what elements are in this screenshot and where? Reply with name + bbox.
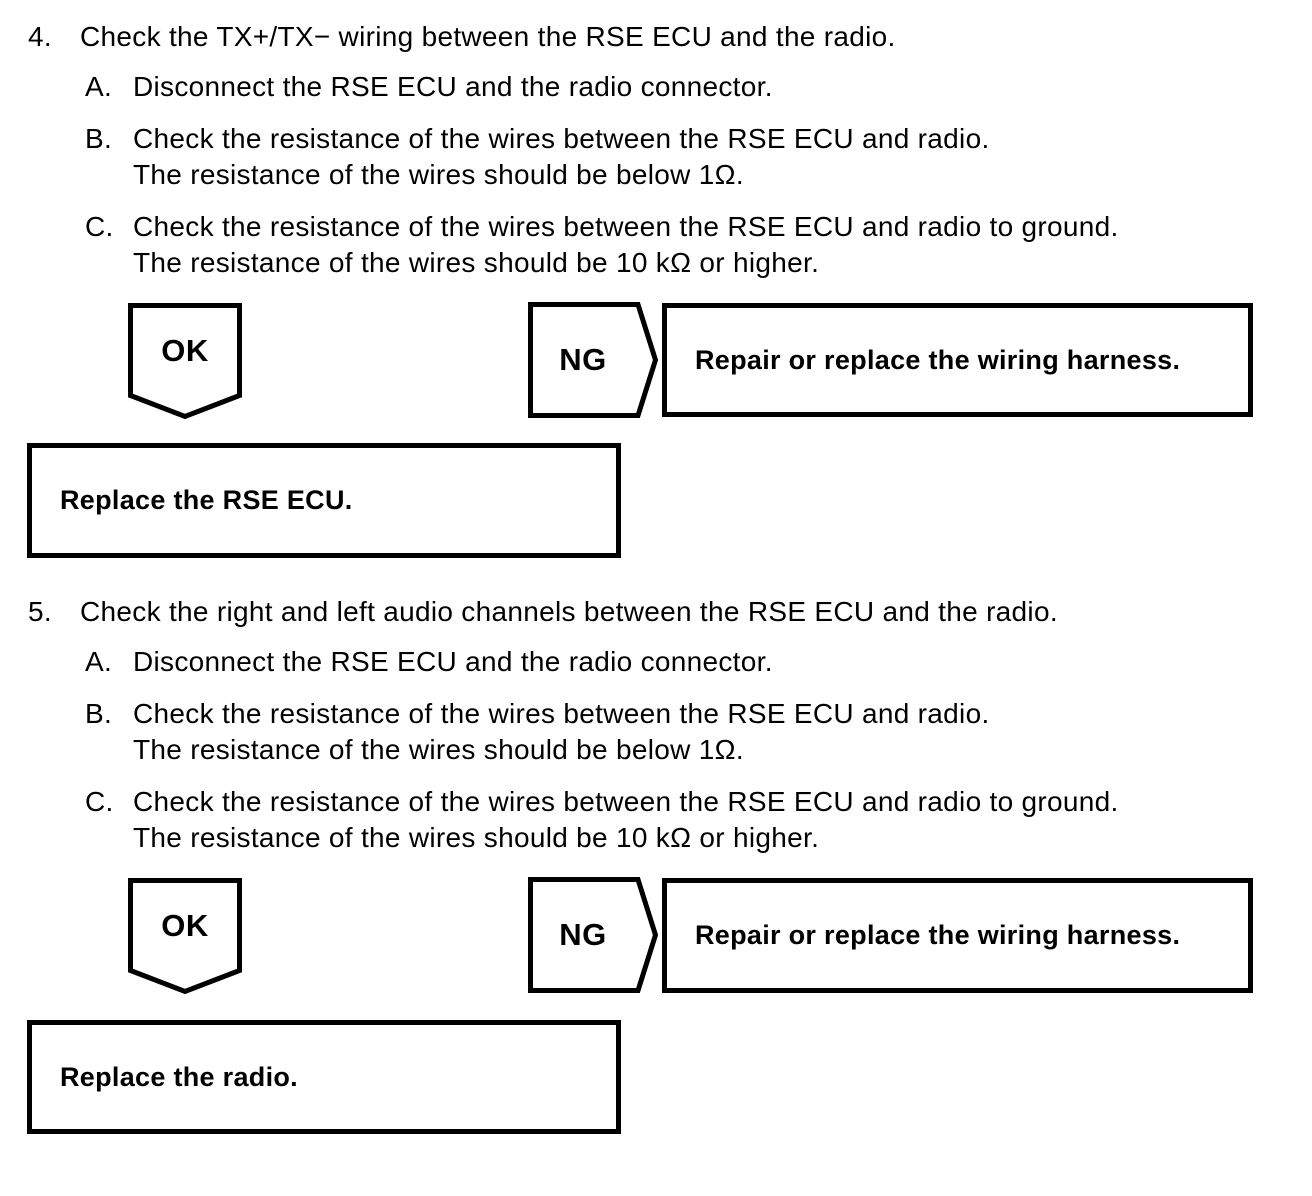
substep-c-note: The resistance of the wires should be 10… (133, 821, 819, 855)
substep-text: Check the resistance of the wires betwee… (133, 786, 1119, 817)
step-section-5: 5. Check the right and left audio channe… (0, 575, 1312, 1135)
ok-result-text: Replace the radio. (60, 1061, 298, 1092)
ng-result-box: Repair or replace the wiring harness. (662, 303, 1253, 417)
step-title-row: 5. Check the right and left audio channe… (28, 595, 1058, 629)
substep-c-row: C. Check the resistance of the wires bet… (85, 785, 1119, 819)
substep-note-text: The resistance of the wires should be 10… (133, 822, 820, 853)
ng-label: NG (559, 917, 607, 952)
substep-letter: C. (85, 786, 114, 817)
ng-arrow-right-icon (528, 877, 658, 993)
substep-text: Disconnect the RSE ECU and the radio con… (133, 646, 773, 677)
ng-arrow-right-icon (528, 302, 658, 418)
flow-ok-connector: OK (128, 303, 242, 420)
substep-text: Check the resistance of the wires betwee… (133, 698, 990, 729)
substep-c-note: The resistance of the wires should be 10… (133, 246, 819, 280)
step-title-row: 4. Check the TX+/TX− wiring between the … (28, 20, 896, 54)
substep-note-text: The resistance of the wires should be be… (133, 159, 744, 190)
substep-text: Check the resistance of the wires betwee… (133, 123, 990, 154)
flow-ok-connector: OK (128, 878, 242, 995)
substep-b-row: B. Check the resistance of the wires bet… (85, 122, 990, 156)
flow-ng-connector: NG (528, 302, 658, 418)
substep-b-note: The resistance of the wires should be be… (133, 733, 744, 767)
substep-text: Check the resistance of the wires betwee… (133, 211, 1119, 242)
substep-letter: B. (85, 123, 113, 154)
substep-a-row: A. Disconnect the RSE ECU and the radio … (85, 70, 773, 104)
ng-label: NG (559, 342, 607, 377)
substep-b-note: The resistance of the wires should be be… (133, 158, 744, 192)
substep-text: Disconnect the RSE ECU and the radio con… (133, 71, 773, 102)
substep-a-row: A. Disconnect the RSE ECU and the radio … (85, 645, 773, 679)
step-title: Check the TX+/TX− wiring between the RSE… (80, 21, 896, 52)
ng-result-text: Repair or replace the wiring harness. (695, 344, 1181, 375)
substep-note-text: The resistance of the wires should be 10… (133, 247, 820, 278)
step-number: 4. (28, 21, 52, 52)
ng-result-text: Repair or replace the wiring harness. (695, 920, 1181, 950)
ok-label: OK (161, 908, 209, 943)
ok-result-box: Replace the RSE ECU. (27, 443, 621, 558)
ok-pennant-down-icon (128, 303, 242, 420)
flow-ng-connector: NG (528, 877, 658, 993)
substep-letter: C. (85, 211, 114, 242)
substep-letter: A. (85, 71, 113, 102)
ok-result-text: Replace the RSE ECU. (60, 485, 353, 515)
substep-c-row: C. Check the resistance of the wires bet… (85, 210, 1119, 244)
step-section-4: 4. Check the TX+/TX− wiring between the … (0, 0, 1312, 560)
step-number: 5. (28, 596, 52, 627)
substep-letter: B. (85, 698, 113, 729)
ng-result-box: Repair or replace the wiring harness. (662, 878, 1253, 993)
ok-label: OK (161, 333, 209, 368)
ok-result-box: Replace the radio. (27, 1020, 621, 1134)
substep-note-text: The resistance of the wires should be be… (133, 734, 744, 765)
substep-b-row: B. Check the resistance of the wires bet… (85, 697, 990, 731)
ok-pennant-down-icon (128, 878, 242, 995)
step-title: Check the right and left audio channels … (80, 596, 1058, 627)
substep-letter: A. (85, 646, 113, 677)
